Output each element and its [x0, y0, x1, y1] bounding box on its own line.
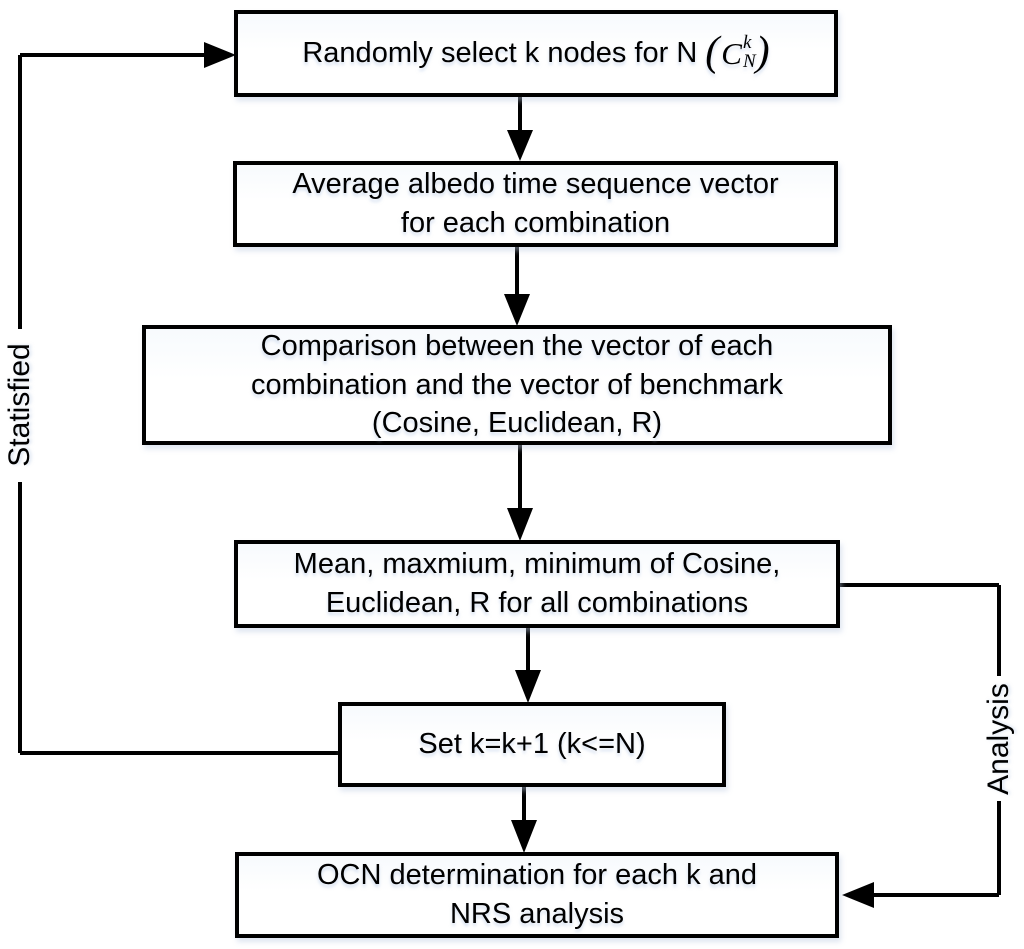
loop-satisfied-line: [18, 42, 338, 755]
arrow-box1-box2: [507, 97, 533, 161]
arrow-box3-box4: [507, 445, 533, 541]
node-average-albedo: Average albedo time sequence vector for …: [233, 161, 838, 247]
arrow-box4-box5: [515, 628, 541, 703]
node-select-nodes-text: Randomly select k nodes for N: [302, 37, 698, 70]
analysis-loop-label: Analysis: [982, 683, 1015, 795]
node-ocn-determination: OCN determination for each k and NRS ana…: [235, 852, 839, 938]
arrow-box2-box3: [504, 247, 530, 326]
node-increment-k: Set k=k+1 (k<=N): [338, 702, 726, 787]
formula-superscript: k: [742, 32, 752, 54]
loop-analysis-line: [840, 583, 1001, 908]
node-statistics: Mean, maxmium, minimum of Cosine, Euclid…: [234, 540, 840, 628]
combination-formula: ( C k N ): [705, 28, 770, 75]
node-select-nodes: Randomly select k nodes for N ( C k N ): [234, 10, 838, 97]
formula-subscript: N: [742, 50, 756, 72]
node-comparison: Comparison between the vector of each co…: [142, 325, 892, 445]
arrow-box5-box6: [511, 787, 537, 853]
satisfied-loop-label: Statisfied: [3, 343, 36, 467]
